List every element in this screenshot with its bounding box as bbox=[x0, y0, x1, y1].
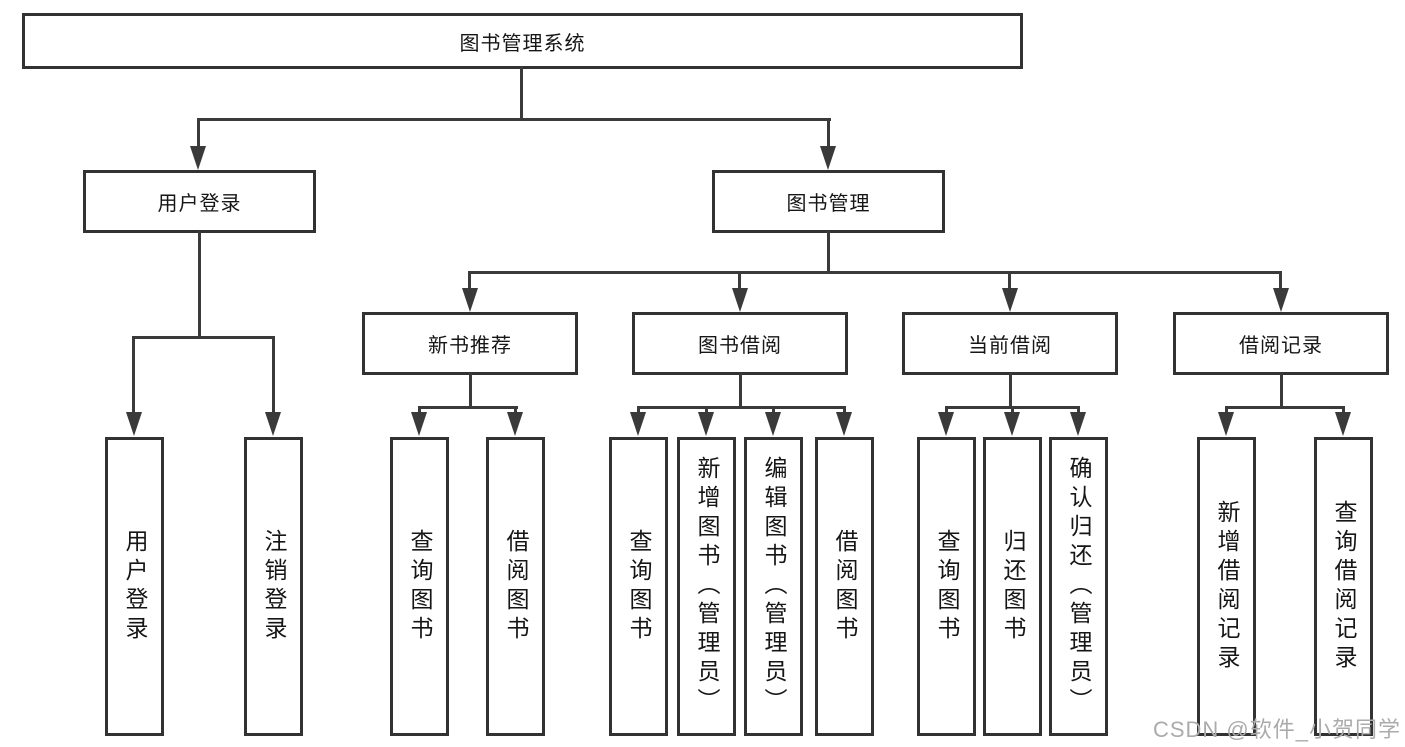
arrowhead-down-icon bbox=[938, 412, 954, 436]
leaf-edit-books-admin: 编辑图书（管理员） bbox=[744, 437, 803, 736]
connector-line bbox=[197, 118, 831, 121]
leaf-borrow-books: 借阅图书 bbox=[815, 437, 874, 736]
connector-line bbox=[738, 271, 741, 290]
arrowhead-down-icon bbox=[462, 288, 478, 312]
connector-line bbox=[520, 66, 523, 120]
arrowhead-down-icon bbox=[1273, 288, 1289, 312]
connector-line bbox=[739, 373, 742, 408]
connector-line bbox=[198, 231, 201, 338]
connector-line bbox=[469, 373, 472, 408]
connector-line bbox=[132, 336, 275, 339]
arrowhead-down-icon bbox=[190, 146, 206, 170]
connector-line bbox=[418, 406, 421, 416]
connector-line bbox=[272, 336, 275, 414]
connector-line bbox=[1279, 271, 1282, 290]
arrowhead-down-icon bbox=[698, 412, 714, 436]
connector-line bbox=[1225, 406, 1345, 409]
connector-line bbox=[1280, 373, 1283, 408]
leaf-query-books: 查询图书 bbox=[917, 437, 976, 736]
leaf-query-books: 查询图书 bbox=[390, 437, 449, 736]
node-current-borrowing: 当前借阅 bbox=[902, 312, 1118, 375]
node-borrowing-records: 借阅记录 bbox=[1173, 312, 1389, 375]
arrowhead-down-icon bbox=[1070, 412, 1086, 436]
connector-line bbox=[1225, 406, 1228, 416]
connector-line bbox=[1008, 271, 1011, 290]
connector-line bbox=[1077, 406, 1080, 416]
arrowhead-down-icon bbox=[732, 288, 748, 312]
connector-line bbox=[843, 406, 846, 416]
leaf-query-borrow-record: 查询借阅记录 bbox=[1314, 437, 1373, 736]
connector-line bbox=[418, 406, 518, 409]
leaf-return-books: 归还图书 bbox=[983, 437, 1042, 736]
arrowhead-down-icon bbox=[765, 412, 781, 436]
connector-line bbox=[1342, 406, 1345, 416]
node-book-management: 图书管理 bbox=[712, 170, 945, 233]
connector-line bbox=[468, 271, 471, 290]
leaf-confirm-return-admin: 确认归还（管理员） bbox=[1049, 437, 1108, 736]
csdn-watermark: CSDN @软件_小贺同学 bbox=[1152, 717, 1401, 742]
arrowhead-down-icon bbox=[836, 412, 852, 436]
connector-line bbox=[637, 406, 846, 409]
connector-line bbox=[945, 406, 948, 416]
connector-line bbox=[132, 336, 135, 414]
connector-line bbox=[705, 406, 708, 416]
arrowhead-down-icon bbox=[1002, 288, 1018, 312]
arrowhead-down-icon bbox=[411, 412, 427, 436]
arrowhead-down-icon bbox=[265, 412, 281, 436]
arrowhead-down-icon bbox=[630, 412, 646, 436]
arrowhead-down-icon bbox=[507, 412, 523, 436]
arrowhead-down-icon bbox=[126, 412, 142, 436]
leaf-add-books-admin: 新增图书（管理员） bbox=[677, 437, 736, 736]
connector-line bbox=[514, 406, 517, 416]
arrowhead-down-icon bbox=[1335, 412, 1351, 436]
connector-line bbox=[827, 118, 830, 148]
connector-line bbox=[1011, 406, 1014, 416]
leaf-borrow-books: 借阅图书 bbox=[486, 437, 545, 736]
arrowhead-down-icon bbox=[1218, 412, 1234, 436]
connector-line bbox=[197, 118, 200, 148]
arrowhead-down-icon bbox=[820, 146, 836, 170]
connector-line bbox=[468, 271, 1282, 274]
connector-line bbox=[637, 406, 640, 416]
connector-line bbox=[1009, 373, 1012, 408]
leaf-add-borrow-record: 新增借阅记录 bbox=[1197, 437, 1256, 736]
leaf-query-books: 查询图书 bbox=[609, 437, 668, 736]
node-library-system: 图书管理系统 bbox=[22, 13, 1023, 69]
connector-line bbox=[827, 231, 830, 273]
leaf-user-login: 用户登录 bbox=[105, 437, 164, 736]
node-new-book-recommendation: 新书推荐 bbox=[362, 312, 578, 375]
node-user-login: 用户登录 bbox=[83, 170, 316, 233]
connector-line bbox=[772, 406, 775, 416]
node-book-borrowing: 图书借阅 bbox=[632, 312, 848, 375]
arrowhead-down-icon bbox=[1004, 412, 1020, 436]
leaf-logout: 注销登录 bbox=[244, 437, 303, 736]
